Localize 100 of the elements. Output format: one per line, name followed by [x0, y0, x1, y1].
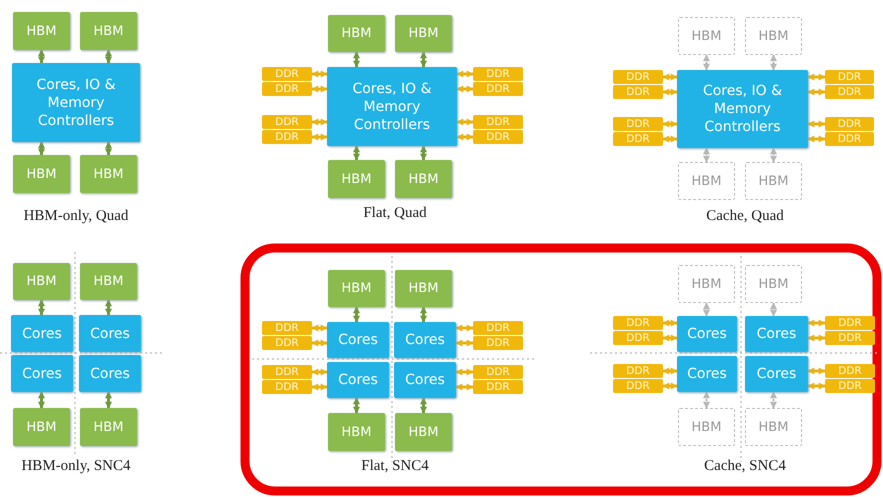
memory-box: HBM	[395, 413, 452, 451]
memory-box: DDR	[825, 132, 874, 146]
memory-box: DDR	[262, 130, 312, 144]
memory-box: HBM	[395, 15, 452, 52]
memory-box: HBM	[328, 413, 385, 451]
arrow	[807, 368, 826, 374]
memory-box: HBM	[80, 263, 137, 300]
processor-box: Cores, IO & Memory Controllers	[677, 70, 808, 148]
memory-box: HBM	[13, 155, 70, 193]
arrow	[456, 134, 474, 140]
memory-box: DDR	[262, 336, 312, 350]
memory-box: DDR	[825, 117, 874, 131]
arrow	[105, 299, 112, 316]
memory-box: DDR	[825, 70, 874, 84]
arrow	[807, 382, 826, 390]
cores-box: Cores	[11, 355, 73, 392]
arrow	[455, 340, 474, 346]
arrow	[662, 136, 678, 142]
arrow	[38, 299, 45, 316]
arrow	[311, 324, 328, 332]
memory-box: HBM	[80, 155, 137, 193]
memory-box: DDR	[262, 365, 312, 379]
arrow	[353, 51, 360, 68]
cores-box: Cores	[79, 315, 141, 352]
memory-box: DDR	[473, 380, 523, 394]
arrow	[807, 334, 826, 342]
arrow	[662, 74, 678, 80]
cores-box: Cores	[11, 315, 73, 352]
arrow	[353, 306, 360, 323]
memory-box: HBM	[80, 12, 137, 50]
arrow	[105, 391, 112, 409]
arrow	[807, 120, 826, 128]
memory-box: DDR	[613, 132, 663, 146]
arrow	[105, 141, 112, 156]
arrow	[455, 324, 474, 332]
memory-box: HBM	[328, 160, 385, 198]
arrow	[455, 368, 474, 376]
arrow	[420, 397, 427, 414]
arrow	[311, 118, 328, 126]
arrow	[311, 340, 328, 346]
arrow	[807, 88, 826, 96]
memory-box: HBM	[745, 17, 802, 55]
arrow	[105, 49, 112, 64]
arrow	[807, 136, 826, 142]
caption: Cache, SNC4	[704, 458, 786, 475]
memory-box: DDR	[825, 85, 874, 99]
cores-box: Cores	[394, 362, 456, 398]
arrow	[662, 120, 678, 128]
memory-box: DDR	[613, 117, 663, 131]
arrow	[770, 391, 777, 409]
arrow	[420, 306, 427, 323]
memory-box: DDR	[473, 115, 523, 129]
memory-box: HBM	[678, 17, 735, 55]
memory-box: HBM	[395, 270, 452, 307]
arrow	[703, 302, 710, 317]
caption: Flat, Quad	[363, 205, 427, 222]
arrow	[455, 384, 474, 390]
arrow	[456, 118, 474, 126]
cores-box: Cores	[745, 316, 808, 352]
memory-box: DDR	[473, 365, 523, 379]
processor-box: Cores, IO & Memory Controllers	[12, 63, 140, 142]
cores-box: Cores	[677, 356, 737, 392]
arrow	[662, 368, 678, 374]
memory-box: HBM	[678, 162, 735, 200]
memory-box: HBM	[678, 265, 735, 303]
cores-box: Cores	[677, 316, 737, 352]
memory-box: DDR	[613, 85, 663, 99]
cores-box: Cores	[327, 322, 389, 358]
memory-box: HBM	[13, 408, 70, 446]
caption: HBM-only, Quad	[24, 208, 128, 225]
memory-box: DDR	[825, 316, 875, 330]
memory-box: DDR	[613, 364, 663, 378]
processor-box: Cores, IO & Memory Controllers	[327, 67, 457, 146]
memory-box: DDR	[262, 321, 312, 335]
caption: Flat, SNC4	[361, 458, 429, 475]
memory-box: DDR	[262, 67, 312, 81]
memory-box: DDR	[473, 321, 523, 335]
cores-box: Cores	[79, 355, 141, 392]
arrow	[311, 384, 328, 390]
memory-box: DDR	[473, 336, 523, 350]
arrow	[662, 88, 678, 96]
arrow	[38, 391, 45, 409]
arrow	[662, 334, 678, 342]
memory-box: DDR	[473, 82, 523, 96]
memory-box: DDR	[473, 67, 523, 81]
memory-box: DDR	[262, 380, 312, 394]
arrow	[38, 49, 45, 64]
memory-box: HBM	[745, 408, 802, 446]
arrow	[311, 70, 328, 78]
memory-box: DDR	[825, 364, 875, 378]
memory-box: HBM	[745, 265, 802, 303]
memory-box: DDR	[473, 130, 523, 144]
cores-box: Cores	[745, 356, 808, 392]
memory-box: DDR	[262, 82, 312, 96]
arrow	[807, 74, 826, 80]
arrow	[770, 147, 777, 163]
memory-box: DDR	[613, 70, 663, 84]
memory-box: HBM	[678, 408, 735, 446]
arrow	[703, 391, 710, 409]
cores-box: Cores	[394, 322, 456, 358]
